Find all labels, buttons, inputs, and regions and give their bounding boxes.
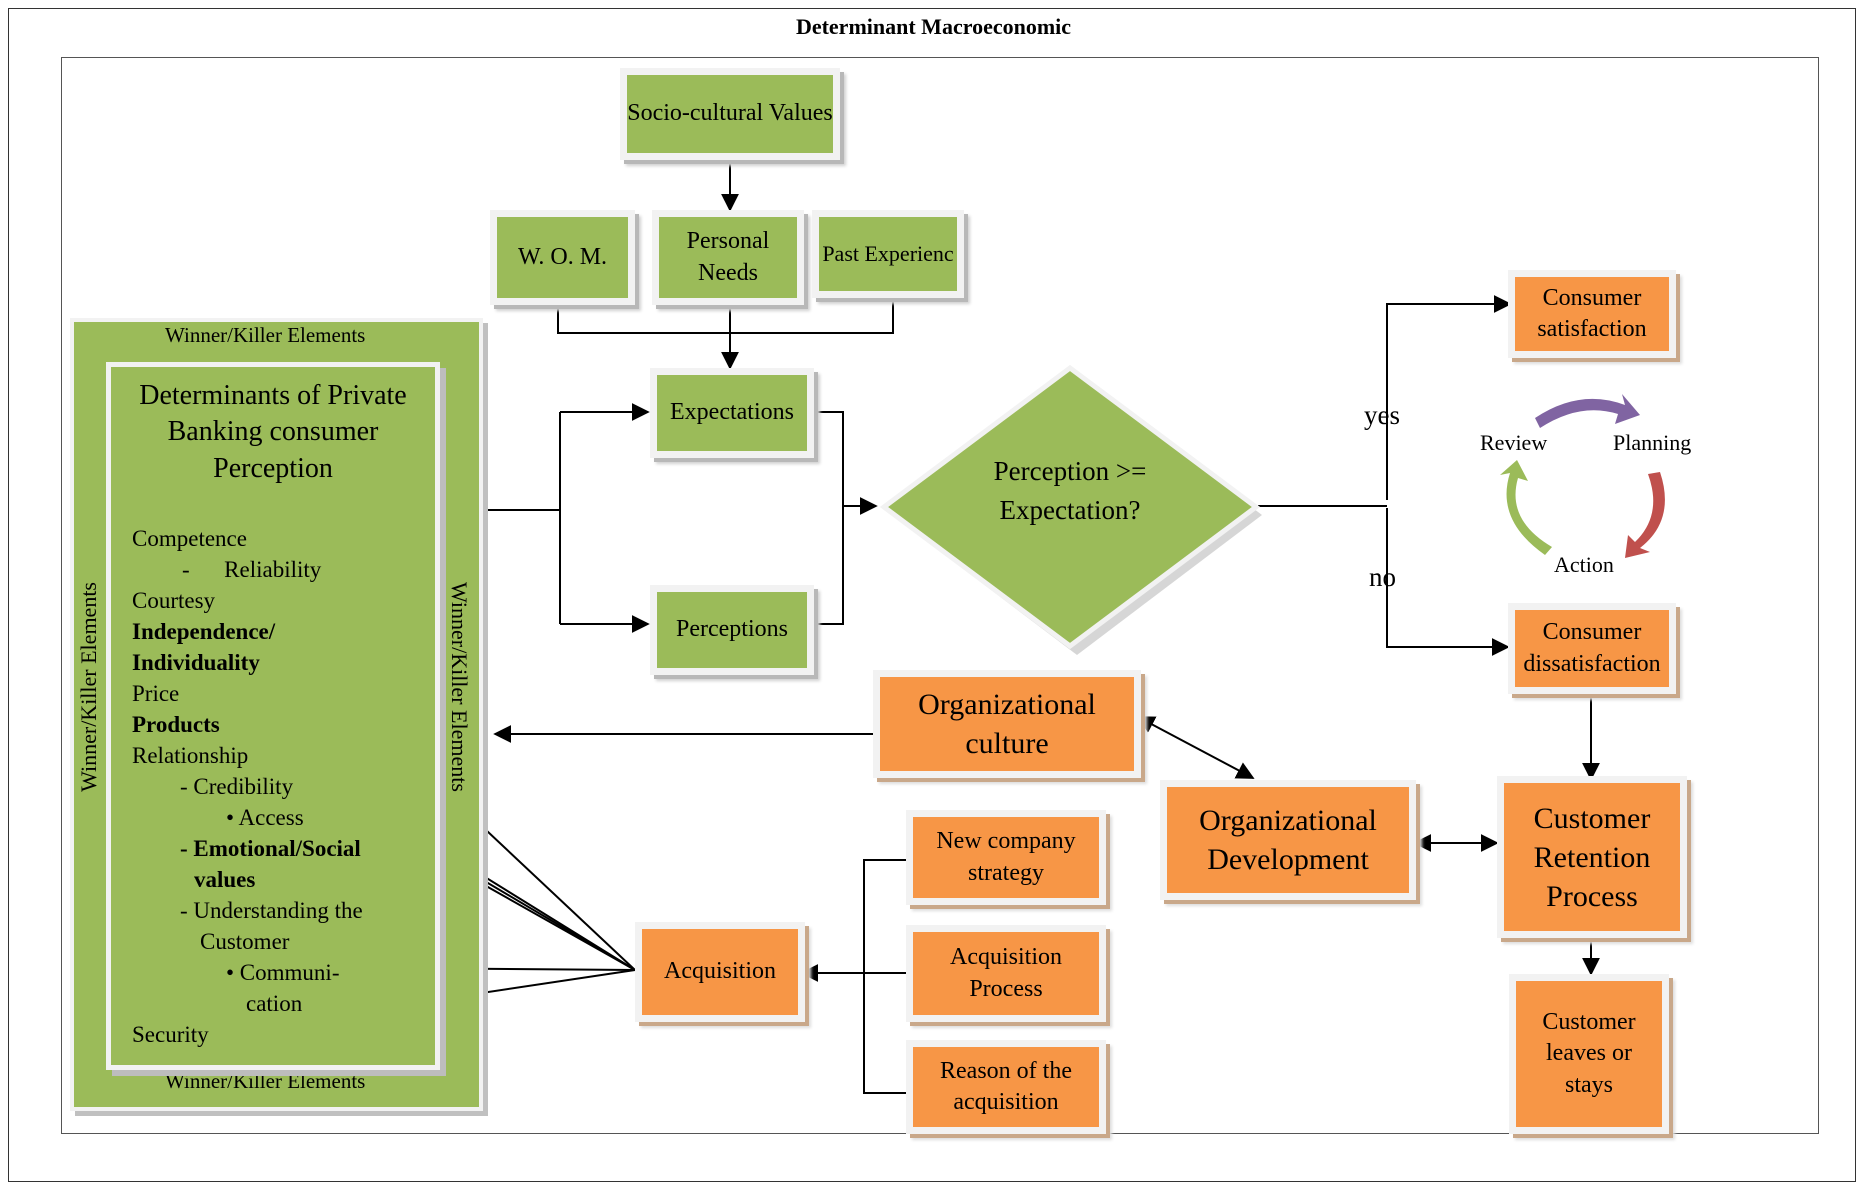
cycle-action-label: Action [1554, 552, 1614, 577]
item-independence-line2: Individuality [132, 650, 260, 675]
cycle-arrow-purple [1535, 394, 1640, 428]
expectations-box: Expectations [650, 368, 814, 458]
reason-of-acquisition-box: Reason of the acquisition [906, 1040, 1106, 1134]
perceptions-box: Perceptions [650, 585, 814, 675]
item-independence-line1: Independence/ [132, 619, 276, 644]
winner-band-left: Winner/Killer Elements [76, 582, 101, 792]
cycle-arrows [1500, 394, 1665, 558]
item-price: Price [132, 681, 180, 706]
consumer-dissatisfaction-box: Consumer dissatisfaction [1508, 603, 1676, 694]
cycle-planning-label: Planning [1613, 430, 1692, 455]
consumer-satisfaction-box: Consumer satisfaction [1508, 270, 1676, 358]
organizational-culture-box: Organizational culture [873, 670, 1141, 778]
no-label: no [1369, 562, 1396, 592]
determinants-heading: Determinants of Private Banking consumer… [139, 380, 407, 484]
arrow-development-culture [1136, 716, 1255, 779]
item-products: Products [132, 712, 220, 737]
new-company-strategy-box: New company strategy [906, 810, 1106, 905]
winner-band-top: Winner/Killer Elements [165, 323, 366, 347]
item-communication-line1: • Communi- [226, 960, 340, 985]
cycle-review-label: Review [1480, 430, 1548, 455]
item-reliability: - Reliability [182, 557, 322, 582]
item-communication-line2: cation [246, 991, 303, 1016]
item-courtesy: Courtesy [132, 588, 216, 613]
socio-cultural-box: Socio-cultural Values [620, 68, 840, 160]
cycle-arrow-red [1625, 472, 1665, 558]
figure-frame [8, 8, 1856, 1182]
winner-band-bottom: Winner/Killer Elements [165, 1069, 366, 1093]
determinants-inner-panel [106, 362, 440, 1070]
figure-title: Determinant Macroeconomic [795, 14, 1072, 39]
item-understanding-line1: - Understanding the [180, 898, 363, 923]
decision-diamond [879, 364, 1262, 655]
yes-label: yes [1364, 400, 1400, 430]
cycle-arrow-green [1500, 460, 1552, 555]
customer-retention-box: Customer Retention Process [1497, 776, 1687, 938]
item-emotional-line2: values [194, 867, 256, 892]
winner-band-right: Winner/Killer Elements [447, 582, 472, 792]
item-understanding-line2: Customer [200, 929, 290, 954]
item-competence: Competence [132, 526, 247, 551]
decision-label: Perception >= Expectation? [993, 456, 1147, 526]
item-emotional-line1: - Emotional/Social [180, 836, 361, 861]
arrow-no [1386, 508, 1510, 656]
bracket-acquisition-sources [863, 859, 906, 1094]
personal-needs-box: Personal Needs [652, 210, 804, 305]
past-experience-box: Past Experienc [812, 210, 964, 298]
customer-leaves-box: Customer leaves or stays [1509, 974, 1669, 1134]
acquisition-process-box: Acquisition Process [906, 925, 1106, 1022]
arrow-yes [1386, 295, 1512, 500]
wom-box: W. O. M. [490, 210, 635, 305]
bracket-to-decision [812, 411, 844, 625]
item-credibility: - Credibility [180, 774, 294, 799]
item-security: Security [132, 1022, 209, 1047]
item-relationship: Relationship [132, 743, 249, 768]
item-access: • Access [226, 805, 304, 830]
acquisition-box: Acquisition [635, 922, 805, 1022]
organizational-development-box: Organizational Development [1160, 780, 1416, 900]
bracket-inputs [557, 298, 894, 334]
